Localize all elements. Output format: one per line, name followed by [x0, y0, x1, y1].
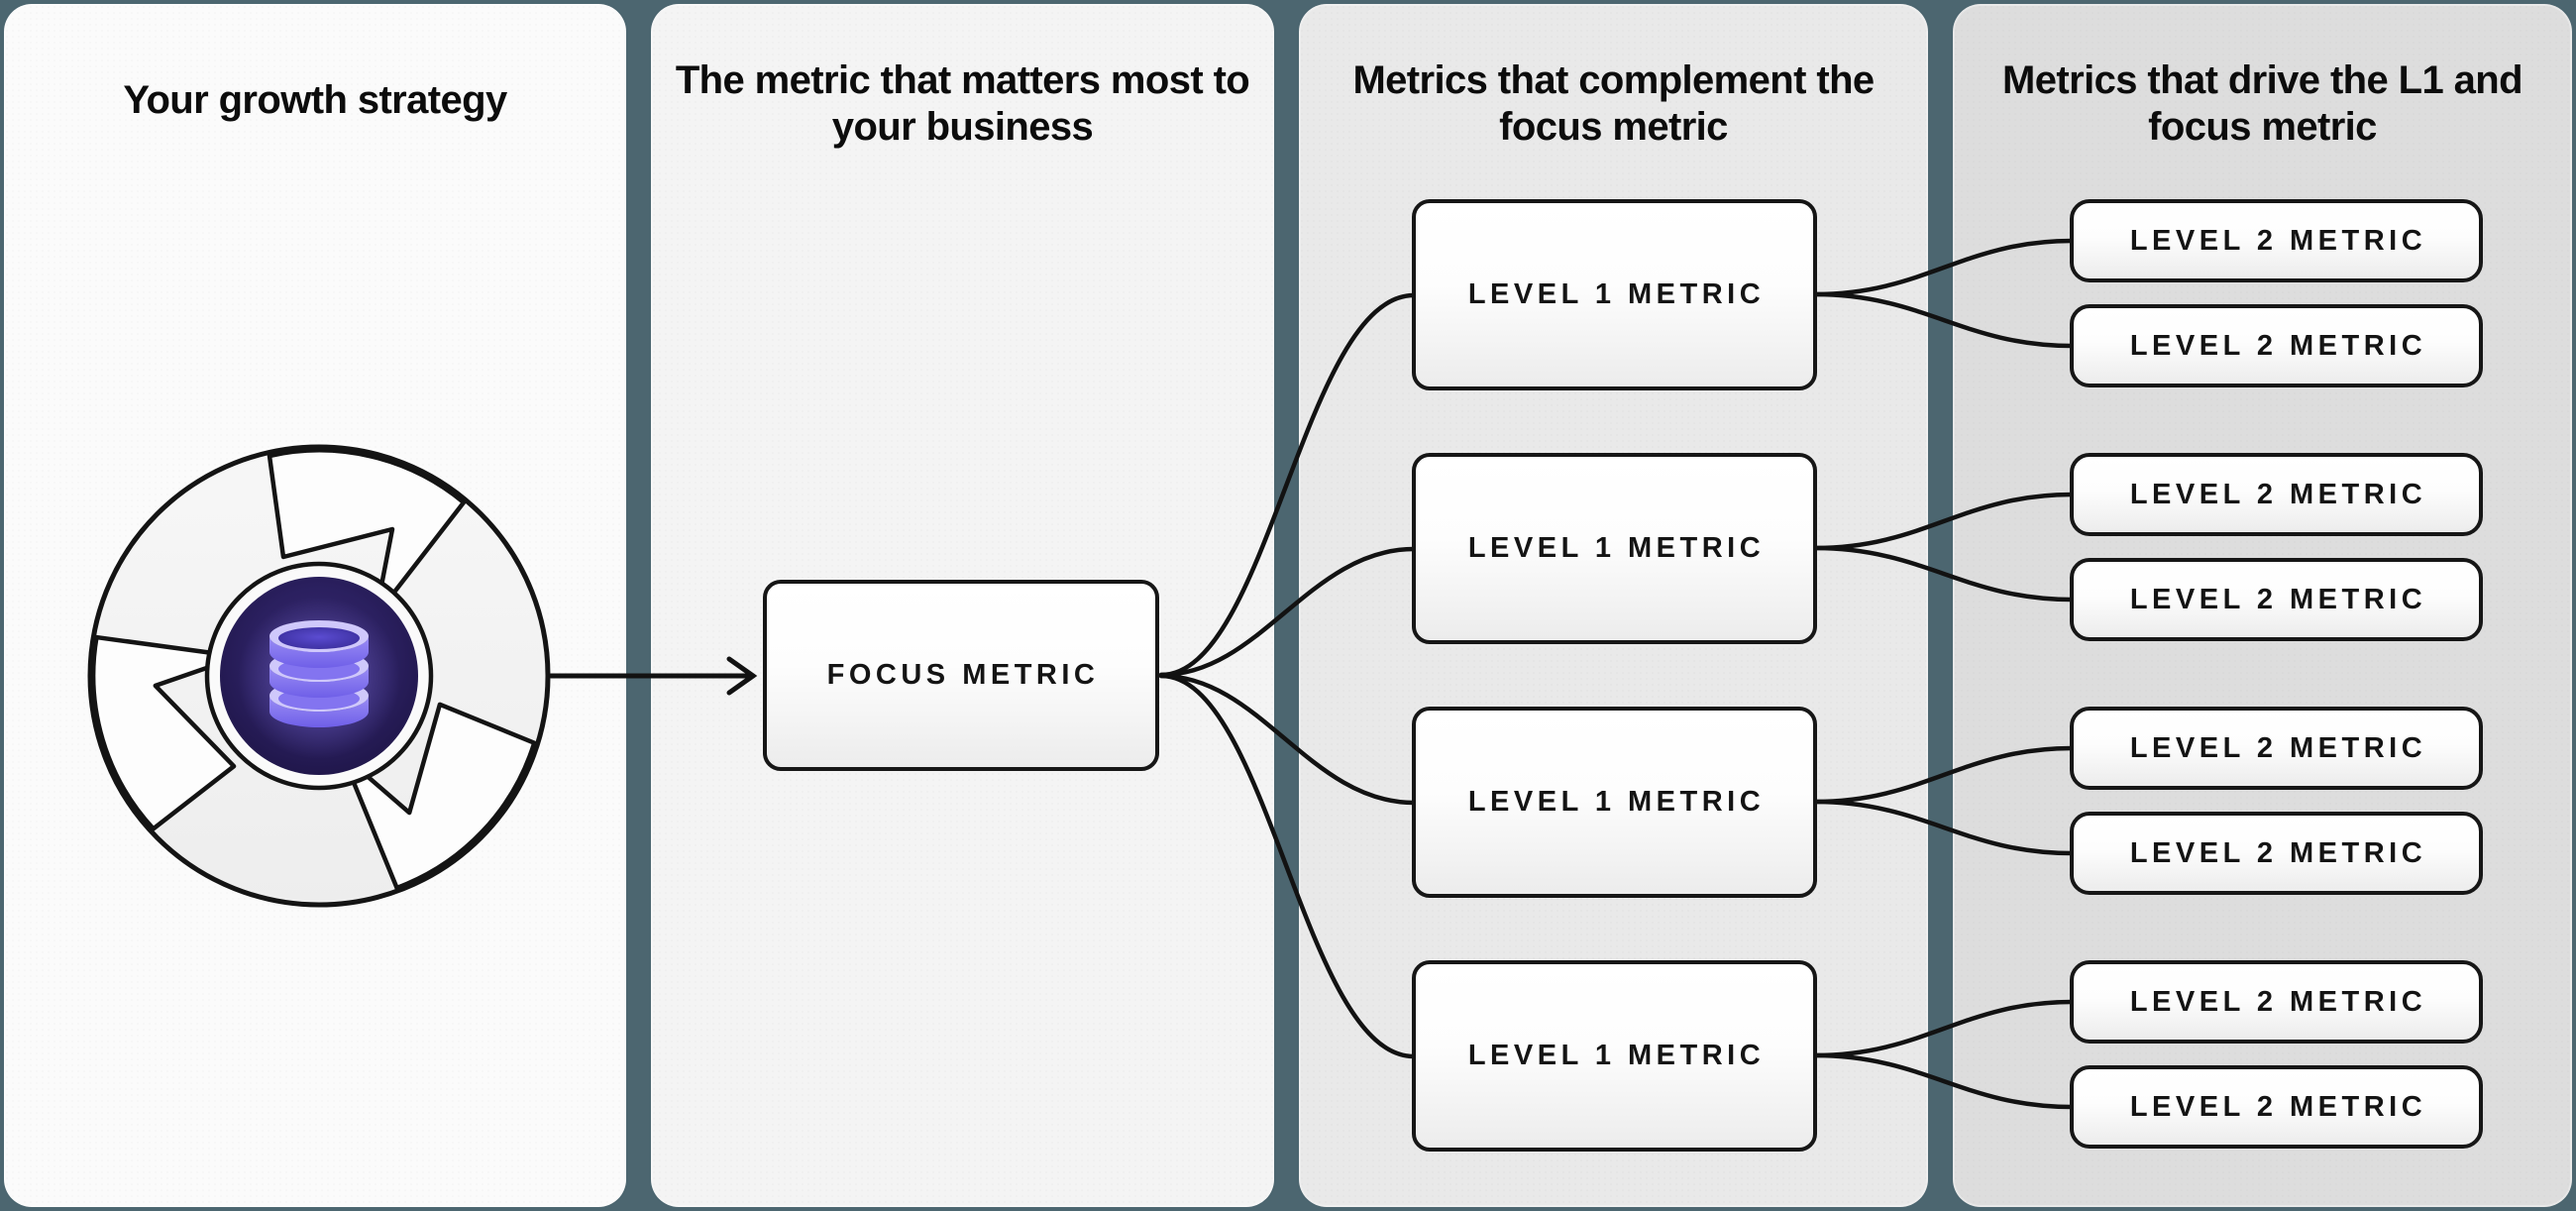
level2-metric-label: LEVEL 2 METRIC: [2129, 583, 2427, 615]
level1-metric-node-3: LEVEL 1 METRIC: [1412, 707, 1817, 898]
panel-title-growth-strategy: Your growth strategy: [123, 78, 507, 122]
level1-metric-label: LEVEL 1 METRIC: [1467, 1040, 1766, 1071]
flywheel-icon: [87, 444, 551, 908]
focus-metric-node: FOCUS METRIC: [763, 580, 1159, 771]
flywheel-blades: [90, 448, 537, 891]
level1-metric-label: LEVEL 1 METRIC: [1467, 786, 1766, 818]
level1-metric-label: LEVEL 1 METRIC: [1467, 532, 1766, 564]
level1-metric-node-2: LEVEL 1 METRIC: [1412, 453, 1817, 644]
level2-metric-label: LEVEL 2 METRIC: [2129, 985, 2427, 1018]
level2-metric-label: LEVEL 2 METRIC: [2129, 478, 2427, 510]
level1-metric-label: LEVEL 1 METRIC: [1467, 278, 1766, 310]
database-icon: [269, 620, 369, 727]
level1-metric-node-4: LEVEL 1 METRIC: [1412, 960, 1817, 1152]
level2-metric-node-4: LEVEL 2 METRIC: [2070, 558, 2483, 641]
panel-title-focus-metric: The metric that matters most to your bus…: [675, 58, 1250, 149]
level2-metric-node-5: LEVEL 2 METRIC: [2070, 707, 2483, 790]
level1-metric-node-1: LEVEL 1 METRIC: [1412, 199, 1817, 390]
level2-metric-label: LEVEL 2 METRIC: [2129, 224, 2427, 257]
level2-metric-node-1: LEVEL 2 METRIC: [2070, 199, 2483, 282]
level2-metric-label: LEVEL 2 METRIC: [2129, 731, 2427, 764]
level2-metric-label: LEVEL 2 METRIC: [2129, 329, 2427, 362]
panel-title-level1-metrics: Metrics that complement the focus metric: [1352, 58, 1875, 149]
level2-metric-label: LEVEL 2 METRIC: [2129, 836, 2427, 869]
growth-flywheel-database-icon: [86, 443, 552, 909]
level2-metric-label: LEVEL 2 METRIC: [2129, 1090, 2427, 1123]
level2-metric-node-3: LEVEL 2 METRIC: [2070, 453, 2483, 536]
level2-metric-node-2: LEVEL 2 METRIC: [2070, 304, 2483, 387]
level2-metric-node-8: LEVEL 2 METRIC: [2070, 1065, 2483, 1149]
level2-metric-node-7: LEVEL 2 METRIC: [2070, 960, 2483, 1044]
level2-metric-node-6: LEVEL 2 METRIC: [2070, 812, 2483, 895]
panel-title-level2-metrics: Metrics that drive the L1 and focus metr…: [2002, 58, 2523, 149]
focus-metric-label: FOCUS METRIC: [826, 659, 1100, 691]
